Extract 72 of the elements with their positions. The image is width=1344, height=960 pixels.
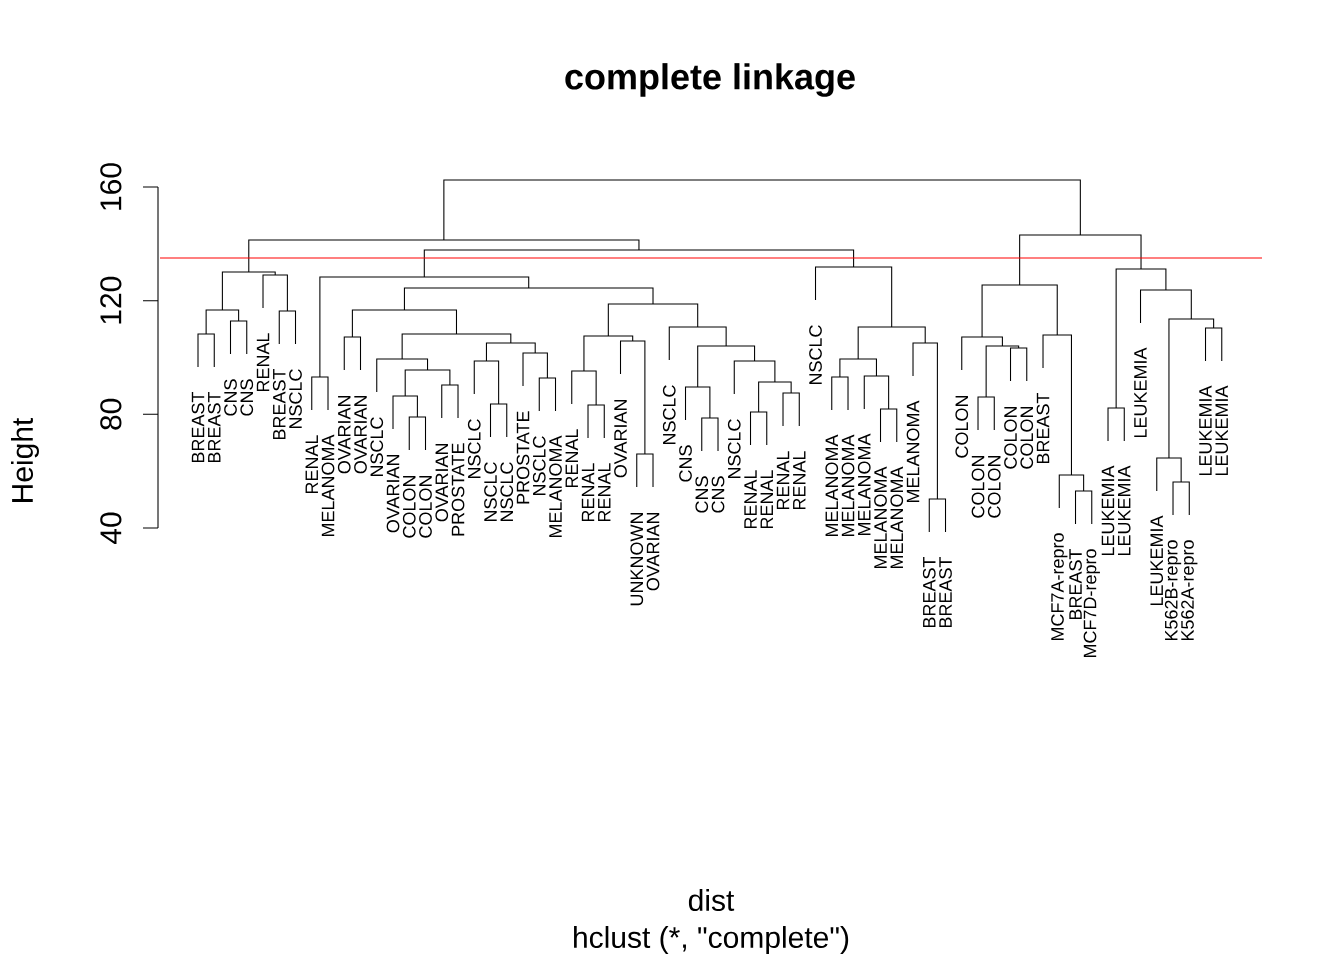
leaf-label: LEUKEMIA — [1134, 347, 1147, 438]
leaf-label: CNS — [679, 445, 692, 482]
leaf-label: COLON — [402, 476, 416, 538]
leaf-label: PROSTATE — [451, 443, 465, 536]
leaf-label: K562A-repro — [1181, 540, 1198, 641]
leaf-label: BREAST — [191, 391, 205, 463]
leaf-label: MELANOMA — [841, 434, 855, 537]
tick-label: 160 — [100, 163, 122, 210]
leaf-label: MCF7A-repro — [1051, 533, 1068, 641]
leaf-label: COLON — [419, 476, 432, 538]
leaf-label: COLON — [1020, 407, 1034, 469]
leaf-label: RENAL — [256, 333, 270, 392]
leaf-label: BREAST — [1036, 392, 1050, 464]
leaf-label: RENAL — [760, 470, 773, 529]
leaf-label: MELANOMA — [874, 466, 887, 569]
leaf-label: LEUKEMIA — [1118, 465, 1131, 556]
leaf-label: OVARIAN — [435, 444, 449, 522]
leaf-label: NSCLC — [370, 417, 384, 477]
leaf-label: NSCLC — [727, 419, 741, 479]
leaf-label: CNS — [240, 379, 254, 416]
leaf-label: CNS — [711, 476, 725, 513]
leaf-label: MELANOMA — [890, 466, 904, 569]
leaf-label: RENAL — [305, 435, 318, 494]
leaf-label: NSCLC — [289, 369, 302, 429]
leaf-label: RENAL — [565, 429, 578, 488]
leaf-label: RENAL — [744, 470, 757, 529]
leaf-label: MELANOMA — [825, 434, 839, 537]
leaf-label: NSCLC — [809, 325, 822, 385]
leaf-label: RENAL — [598, 463, 611, 522]
leaf-label: MCF7D-repro — [1083, 549, 1100, 658]
axis-title: Height — [11, 417, 39, 502]
leaf-label: OVARIAN — [614, 400, 627, 478]
leaf-label: CNS — [224, 379, 237, 416]
leaf-label: LEUKEMIA — [1101, 465, 1115, 556]
leaf-label: RENAL — [776, 451, 790, 510]
leaf-label: BREAST — [272, 368, 286, 440]
tick-label: 40 — [100, 512, 122, 544]
leaf-label: NSCLC — [500, 462, 514, 522]
leaf-label: OVARIAN — [354, 396, 367, 474]
leaf-label: COLON — [955, 396, 969, 458]
leaf-label: BREAST — [922, 556, 936, 628]
leaf-label: NSCLC — [662, 385, 676, 445]
leaf-label: BREAST — [1069, 548, 1082, 620]
leaf-label: NSCLC — [467, 419, 481, 479]
leaf-label: MELANOMA — [321, 434, 335, 537]
leaf-label: NSCLC — [484, 462, 497, 522]
leaf-label: LEUKEMIA — [1199, 385, 1212, 476]
leaf-label: NSCLC — [532, 436, 546, 496]
leaf-label: CNS — [695, 476, 709, 513]
leaf-label: COLON — [971, 456, 985, 518]
leaf-label: BREAST — [207, 391, 221, 463]
subtitle: hclust (*, "complete") — [574, 926, 849, 954]
leaf-label: COLON — [1004, 407, 1017, 469]
chart-title: complete linkage — [565, 63, 855, 97]
leaf-label: PROSTATE — [516, 411, 530, 504]
leaf-label: LEUKEMIA — [1215, 385, 1229, 476]
leaf-label: MELANOMA — [857, 433, 871, 536]
leaf-label: RENAL — [581, 463, 595, 522]
leaf-label: MELANOMA — [549, 435, 562, 538]
leaf-label: UNKNOWN — [630, 513, 644, 606]
axis-title: dist — [688, 889, 735, 912]
leaf-label: LEUKEMIA — [1150, 515, 1164, 606]
tick-label: 120 — [100, 276, 122, 324]
leaf-label: MELANOMA — [906, 400, 920, 503]
leaf-label: OVARIAN — [646, 513, 660, 591]
leaf-label: COLON — [987, 456, 1001, 518]
leaf-label: RENAL — [793, 451, 806, 510]
leaf-label: OVARIAN — [386, 455, 400, 533]
leaf-label: K562B-repro — [1164, 540, 1182, 641]
leaf-label: OVARIAN — [337, 396, 351, 474]
leaf-label: BREAST — [939, 556, 952, 628]
tick-label: 80 — [100, 398, 122, 430]
